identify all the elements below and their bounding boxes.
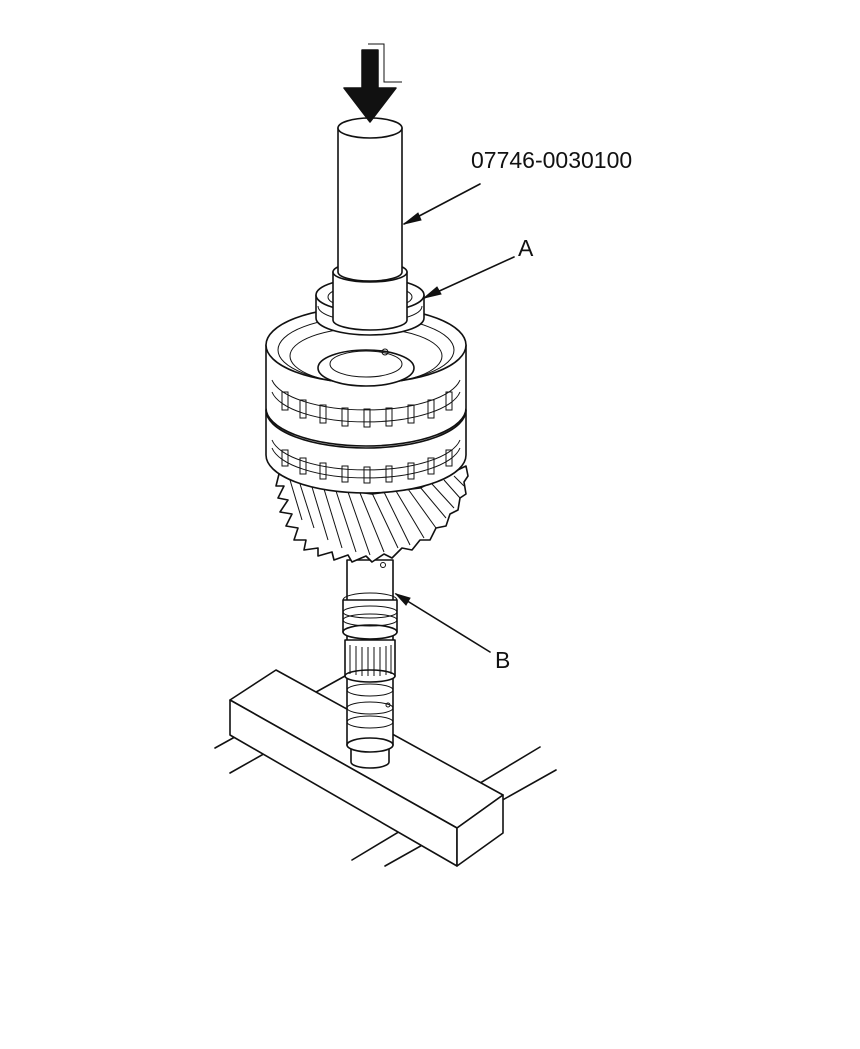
callout-b-label: B xyxy=(495,647,510,673)
mainshaft-b xyxy=(342,559,398,769)
driver-tool xyxy=(332,117,408,331)
callout-a-label: A xyxy=(518,235,534,261)
leader-lines xyxy=(394,183,515,653)
tool-number-label: 07746-0030100 xyxy=(471,147,632,173)
down-arrow-icon xyxy=(343,43,402,123)
